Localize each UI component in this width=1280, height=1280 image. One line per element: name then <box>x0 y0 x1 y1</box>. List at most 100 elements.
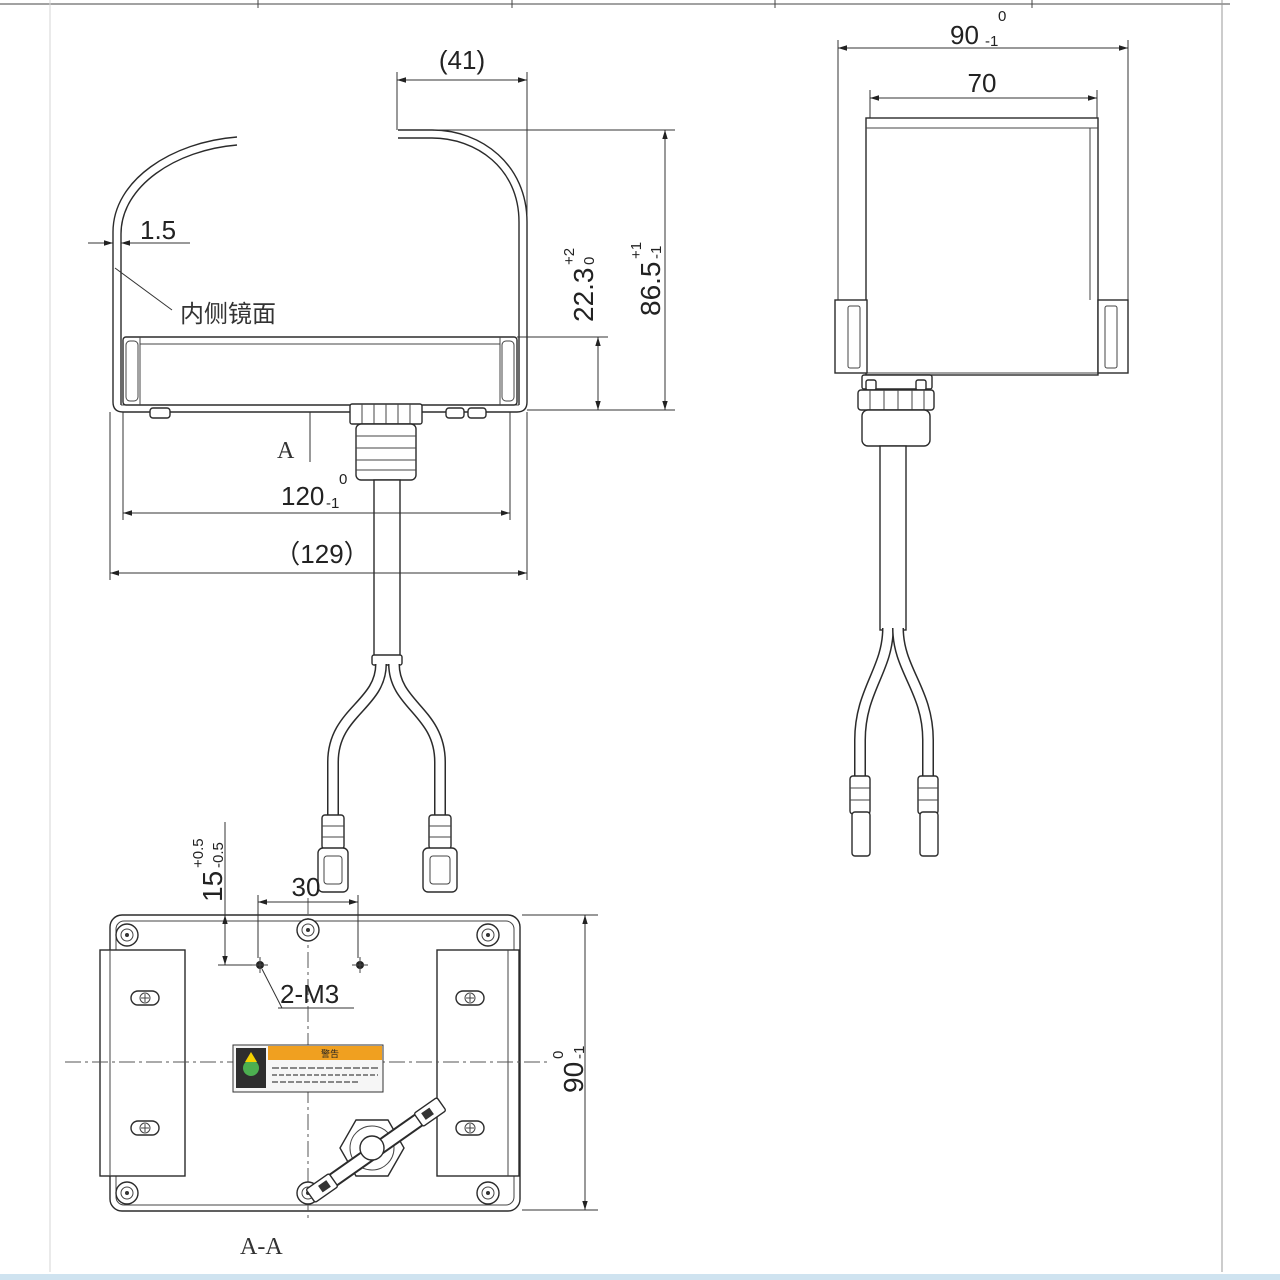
dimension-wall-text: 1.5 <box>140 215 176 245</box>
dimension-hole-offset-lower-tol: -0.5 <box>210 842 227 868</box>
dimension-hole-offset-label: 15 +0.5 -0.5 <box>190 838 228 902</box>
dimension-41-text: (41) <box>439 45 485 75</box>
cross-icon <box>466 994 474 1002</box>
cable-sheath-side <box>879 445 907 631</box>
laser-icon <box>243 1060 259 1076</box>
cable-gland-body-side <box>861 409 931 447</box>
dimension-total-height-value: 86.5 <box>635 262 666 317</box>
cross-icon <box>466 1124 474 1132</box>
warning-triangle-icon <box>245 1052 257 1062</box>
dimension-body-width-lower-tol: -1 <box>326 495 339 512</box>
slot-screw <box>464 992 476 1004</box>
dimension-overall-depth-upper-tol: 0 <box>998 8 1006 25</box>
terminal-blade <box>422 847 458 893</box>
cable-wire-left-side-fill <box>855 627 893 778</box>
cable-gland-body <box>355 423 417 481</box>
slot-screw <box>139 992 151 1004</box>
m3-hole-left <box>252 957 268 973</box>
mirror-note-leader <box>114 267 173 311</box>
corner-screw <box>115 923 139 947</box>
screw-inner <box>481 1186 495 1200</box>
bracket-slot-hole <box>130 1120 160 1136</box>
dimension-body-height-lower-tol: 0 <box>581 257 598 265</box>
screw-center <box>306 928 310 932</box>
mounting-bracket-left-inner <box>847 305 861 369</box>
screw-inner <box>481 928 495 942</box>
bracket-slot-hole <box>455 990 485 1006</box>
cable-wire-right-fill <box>389 663 445 818</box>
mounting-bracket-right-inner <box>1104 305 1118 369</box>
dimension-plate-depth-value: 90 <box>558 1062 589 1093</box>
screw-inner <box>301 923 315 937</box>
dimension-plate-depth-upper-tol: 0 <box>550 1051 567 1059</box>
slot-screw <box>464 1122 476 1134</box>
terminal-core <box>421 1107 434 1120</box>
dimension-hole-offset-value: 15 <box>197 871 228 902</box>
dimension-body-height-value: 22.3 <box>568 268 599 323</box>
wire-terminal-left <box>317 814 349 893</box>
gland-base-tab <box>865 379 877 391</box>
gland-base-nut <box>861 374 933 390</box>
m3-hole-right <box>352 957 368 973</box>
dimension-overall-width-text: （129） <box>274 539 369 569</box>
cross-icon <box>141 1124 149 1132</box>
corner-screw <box>476 1181 500 1205</box>
section-view-title: A-A <box>240 1234 283 1260</box>
cable-terminal-lower <box>306 1173 338 1203</box>
cable-terminal-upper <box>414 1097 446 1127</box>
dimension-body-depth-text: 70 <box>968 68 997 98</box>
hole-callout-text: 2-M3 <box>280 979 339 1009</box>
terminal-sleeve <box>917 775 939 815</box>
hole-crosshair <box>352 957 368 973</box>
warning-label: 警告 <box>232 1044 384 1093</box>
frame-bottom-band <box>0 1274 1280 1280</box>
screw-center <box>486 933 490 937</box>
dimension-hole-offset-upper-tol: +0.5 <box>190 838 207 868</box>
terminal-sleeve <box>321 814 345 850</box>
cable-gland-nut-side <box>857 389 935 411</box>
cable-sheath <box>373 479 401 659</box>
bracket-slot-hole <box>130 990 160 1006</box>
section-view-a-a: 警告 <box>65 822 598 1260</box>
mounting-bracket-right <box>1097 299 1129 374</box>
dimension-body-width-upper-tol: 0 <box>339 471 347 488</box>
screw-head <box>149 407 171 419</box>
screw-head <box>467 407 487 419</box>
hole-crosshair <box>252 957 268 973</box>
gland-ring-outer <box>349 1125 395 1171</box>
dimension-total-height-label: 86.5 +1 -1 <box>628 242 666 316</box>
mounting-bracket-left <box>99 949 186 1177</box>
screw-center <box>125 1191 129 1195</box>
mounting-bracket-right <box>436 949 520 1177</box>
dimension-total-height-upper-tol: +1 <box>628 242 645 259</box>
cross-icon <box>141 994 149 1002</box>
terminal-sleeve <box>428 814 452 850</box>
cable-gland-bottom <box>306 1097 446 1203</box>
terminal-blade-inner <box>323 855 343 885</box>
dimension-plate-depth-label: 90 0 -1 <box>550 1046 589 1093</box>
screw-inner <box>120 1186 134 1200</box>
reflector-inner-outline <box>120 137 520 405</box>
terminal-blade <box>317 847 349 893</box>
mirror-note-text: 内侧镜面 <box>180 300 276 328</box>
terminal-blade <box>919 811 939 857</box>
terminal-blade-inner <box>429 855 451 885</box>
corner-screw <box>115 1181 139 1205</box>
cable-split-collar <box>371 654 403 666</box>
corner-screw <box>476 923 500 947</box>
cable-wire-left-fill <box>328 663 386 818</box>
dimension-body-height-upper-tol: +2 <box>561 248 578 265</box>
terminal-core <box>318 1180 331 1193</box>
dimension-hole-spacing-text: 30 <box>292 872 321 902</box>
screw-head <box>445 407 465 419</box>
wire-terminal-right <box>422 814 458 893</box>
gland-base-tab <box>915 379 927 391</box>
dimension-total-height-lower-tol: -1 <box>648 246 665 259</box>
reflector-outer-outline <box>112 129 528 413</box>
dimension-plate-depth-lower-tol: -1 <box>571 1046 588 1059</box>
side-view: 90 -1 0 70 <box>834 8 1129 857</box>
terminal-sleeve <box>849 775 871 815</box>
lamp-end-cap <box>125 340 139 402</box>
